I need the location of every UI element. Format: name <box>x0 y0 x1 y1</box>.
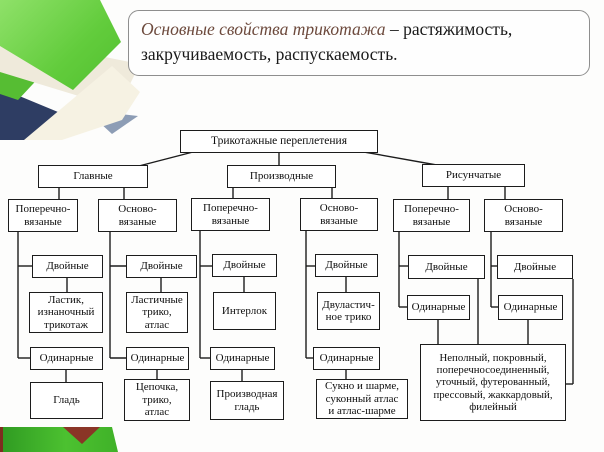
node-root-knit-weaves: Трикотажные переплетения <box>180 130 378 153</box>
node-double-3: Двойные <box>212 254 277 277</box>
node-main-group: Главные <box>38 165 148 188</box>
node-patterned-group: Рисунчатые <box>422 164 525 187</box>
title-emphasis-text: Основные свойства трикотажа <box>141 19 386 39</box>
node-warp-knit-3: Осново-вязаные <box>484 199 563 232</box>
node-leaf-lastik: Ластик, изнаночный трикотаж <box>29 292 103 333</box>
node-single-4: Одинарные <box>313 347 380 370</box>
node-single-1: Одинарные <box>30 347 103 370</box>
node-warp-knit-2: Осново-вязаные <box>300 198 378 231</box>
node-derived-group: Производные <box>227 165 336 188</box>
corner-decoration-top-left <box>0 0 140 140</box>
node-leaf-cepochka: Цепочка, трико, атлас <box>124 379 190 421</box>
node-single-2: Одинарные <box>126 347 189 370</box>
title-rest-text: – растяжимость, закручиваемость, распуск… <box>141 19 513 65</box>
node-leaf-glad: Гладь <box>30 382 103 419</box>
node-cross-knit-1: Поперечно-вязаные <box>8 199 78 232</box>
node-leaf-interlok: Интерлок <box>213 292 276 330</box>
node-single-3: Одинарные <box>210 347 275 370</box>
node-leaf-dvulastichnoe: Двуластич-ное трико <box>317 292 380 330</box>
node-double-5: Двойные <box>408 255 485 279</box>
node-cross-knit-2: Поперечно-вязаные <box>191 198 270 231</box>
node-single-5: Одинарные <box>407 295 470 320</box>
node-double-6: Двойные <box>497 255 573 279</box>
node-single-6: Одинарные <box>498 295 563 320</box>
node-leaf-proizvodnaya-glad: Производная гладь <box>210 381 284 420</box>
slide-title: Основные свойства трикотажа – растяжимос… <box>128 10 590 76</box>
node-double-4: Двойные <box>315 254 378 277</box>
node-cross-knit-3: Поперечно-вязаные <box>393 199 470 232</box>
green-band-shape <box>0 427 118 452</box>
node-leaf-sukno: Сукно и шарме, суконный атлас и атлас-ша… <box>316 379 408 419</box>
corner-decoration-bottom-left <box>0 427 120 452</box>
maroon-edge-shape <box>0 427 3 452</box>
node-warp-knit-1: Осново-вязаные <box>98 199 177 232</box>
node-double-2: Двойные <box>126 255 197 278</box>
node-leaf-lastichnye: Ластичные трико, атлас <box>126 292 188 333</box>
node-double-1: Двойные <box>32 255 103 278</box>
node-leaf-patterned-types: Неполный, покровный, поперечносоединенны… <box>420 344 566 421</box>
